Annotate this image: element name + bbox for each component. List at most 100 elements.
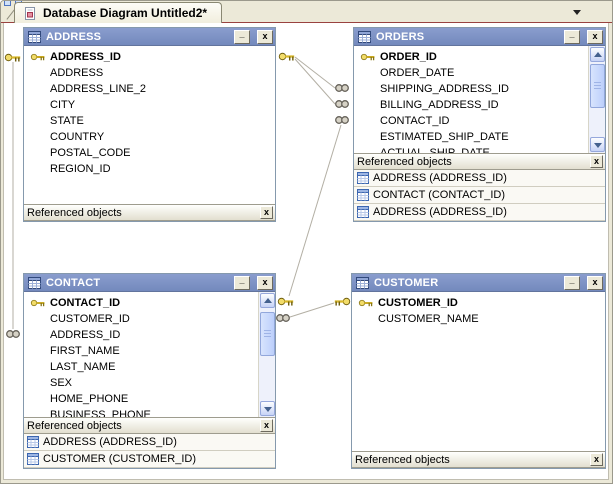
referenced-objects-bar: Referenced objects x <box>354 153 605 170</box>
vertical-scrollbar[interactable] <box>588 46 605 153</box>
diagram-page-icon <box>25 7 35 20</box>
primary-key-icon <box>360 52 380 62</box>
primary-key-icon <box>30 298 50 308</box>
referenced-objects-label: Referenced objects <box>27 206 122 219</box>
referenced-objects-list: ADDRESS (ADDRESS_ID) CUSTOMER (CUSTOMER_… <box>24 434 275 468</box>
key-connector-icon[interactable] <box>277 296 295 307</box>
key-connector-icon[interactable] <box>4 52 22 63</box>
close-icon[interactable]: x <box>590 453 603 466</box>
pk-column-row[interactable]: CONTACT_ID <box>30 295 257 311</box>
column-row[interactable]: SHIPPING_ADDRESS_ID <box>380 83 509 95</box>
column-row[interactable]: REGION_ID <box>50 163 111 175</box>
referenced-objects-bar: Referenced objects x <box>24 417 275 434</box>
column-row[interactable]: ESTIMATED_SHIP_DATE <box>380 131 509 143</box>
table-icon <box>357 206 369 218</box>
column-row[interactable]: ADDRESS <box>50 67 104 79</box>
table-icon <box>27 436 39 448</box>
table-icon <box>357 189 369 201</box>
tab-list-dropdown-icon[interactable] <box>573 10 581 15</box>
scroll-up-icon[interactable] <box>260 293 275 308</box>
column-row[interactable]: BUSINESS_PHONE <box>50 409 151 417</box>
column-row[interactable]: ADDRESS_LINE_2 <box>50 83 146 95</box>
close-button[interactable]: x <box>257 29 273 44</box>
pk-column-row[interactable]: ORDER_ID <box>360 49 587 65</box>
many-connector-icon[interactable] <box>334 83 350 93</box>
column-row[interactable]: STATE <box>50 115 84 127</box>
minimize-button[interactable]: _ <box>564 275 580 290</box>
referenced-objects-label: Referenced objects <box>27 419 122 432</box>
pk-column-row[interactable]: ADDRESS_ID <box>30 49 257 65</box>
close-button[interactable]: x <box>587 29 603 44</box>
scrollbar-thumb[interactable] <box>260 312 275 356</box>
window-titlebar[interactable]: ORDERS _ x <box>354 28 605 46</box>
referenced-object-item[interactable]: ADDRESS (ADDRESS_ID) <box>24 434 275 451</box>
column-row[interactable]: SEX <box>50 377 73 389</box>
close-button[interactable]: x <box>257 275 273 290</box>
column-list: CUSTOMER_ID CUSTOMER_NAME <box>352 292 605 451</box>
close-button[interactable]: x <box>587 275 603 290</box>
column-row[interactable]: ACTUAL_SHIP_DATE <box>380 147 490 153</box>
referenced-object-item[interactable]: CUSTOMER (CUSTOMER_ID) <box>24 451 275 468</box>
close-icon[interactable]: x <box>260 419 273 432</box>
column-row[interactable]: LAST_NAME <box>50 361 116 373</box>
table-icon <box>357 172 369 184</box>
scroll-down-icon[interactable] <box>590 137 605 152</box>
referenced-objects-label: Referenced objects <box>355 453 450 466</box>
minimize-button[interactable]: _ <box>564 29 580 44</box>
table-icon <box>356 276 369 289</box>
primary-key-icon <box>358 298 378 308</box>
column-row[interactable]: HOME_PHONE <box>50 393 129 405</box>
referenced-object-item[interactable]: ADDRESS (ADDRESS_ID) <box>354 204 605 221</box>
column-row[interactable]: CITY <box>50 99 76 111</box>
window-titlebar[interactable]: CUSTOMER _ x <box>352 274 605 292</box>
primary-key-icon <box>30 52 50 62</box>
many-connector-icon[interactable] <box>334 115 350 125</box>
column-row[interactable]: COUNTRY <box>50 131 105 143</box>
window-titlebar[interactable]: CONTACT _ x <box>24 274 275 292</box>
minimize-button[interactable]: _ <box>234 29 250 44</box>
table-window-address: ADDRESS _ x ADDRESS_ID ADDRESS ADDRESS_L… <box>23 27 276 222</box>
table-window-orders: ORDERS _ x ORDER_ID ORDER_DATE SHIPPING_… <box>353 27 606 222</box>
column-row[interactable]: ADDRESS_ID <box>50 329 121 341</box>
tab-title: Database Diagram Untitled2* <box>43 6 208 20</box>
key-connector-icon[interactable] <box>333 296 351 307</box>
column-list: ORDER_ID ORDER_DATE SHIPPING_ADDRESS_ID … <box>354 46 605 153</box>
table-title: ORDERS <box>376 30 425 43</box>
many-connector-icon[interactable] <box>5 329 21 339</box>
many-connector-icon[interactable] <box>334 99 350 109</box>
referenced-objects-bar: Referenced objects x <box>24 204 275 221</box>
table-icon <box>28 30 41 43</box>
referenced-objects-list: ADDRESS (ADDRESS_ID) CONTACT (CONTACT_ID… <box>354 170 605 221</box>
referenced-object-item[interactable]: ADDRESS (ADDRESS_ID) <box>354 170 605 187</box>
referenced-objects-bar: Referenced objects x <box>352 451 605 468</box>
table-window-contact: CONTACT _ x CONTACT_ID CUSTOMER_ID ADDRE… <box>23 273 276 469</box>
minimize-button[interactable]: _ <box>234 275 250 290</box>
many-connector-icon[interactable] <box>275 313 291 323</box>
scrollbar-thumb[interactable] <box>590 64 605 108</box>
column-row[interactable]: ORDER_DATE <box>380 67 455 79</box>
column-row[interactable]: FIRST_NAME <box>50 345 120 357</box>
close-icon[interactable]: x <box>590 155 603 168</box>
table-window-customer: CUSTOMER _ x CUSTOMER_ID CUSTOMER_NAME R… <box>351 273 606 469</box>
vertical-scrollbar[interactable] <box>258 292 275 417</box>
window-titlebar[interactable]: ADDRESS _ x <box>24 28 275 46</box>
table-title: CONTACT <box>46 276 101 289</box>
scroll-up-icon[interactable] <box>590 47 605 62</box>
column-row[interactable]: CONTACT_ID <box>380 115 450 127</box>
scroll-down-icon[interactable] <box>260 401 275 416</box>
tab-database-diagram[interactable]: Database Diagram Untitled2* <box>14 2 223 23</box>
column-list: ADDRESS_ID ADDRESS ADDRESS_LINE_2 CITY S… <box>24 46 275 204</box>
column-row[interactable]: CUSTOMER_NAME <box>378 313 479 325</box>
pk-column-row[interactable]: CUSTOMER_ID <box>358 295 587 311</box>
column-row[interactable]: POSTAL_CODE <box>50 147 131 159</box>
referenced-object-item[interactable]: CONTACT (CONTACT_ID) <box>354 187 605 204</box>
table-icon <box>28 276 41 289</box>
tab-strip: Database Diagram Untitled2* <box>1 1 612 23</box>
table-title: ADDRESS <box>46 30 102 43</box>
column-list: CONTACT_ID CUSTOMER_ID ADDRESS_ID FIRST_… <box>24 292 275 417</box>
close-icon[interactable]: x <box>260 206 273 219</box>
column-row[interactable]: BILLING_ADDRESS_ID <box>380 99 499 111</box>
key-connector-icon[interactable] <box>278 51 296 62</box>
column-row[interactable]: CUSTOMER_ID <box>50 313 130 325</box>
